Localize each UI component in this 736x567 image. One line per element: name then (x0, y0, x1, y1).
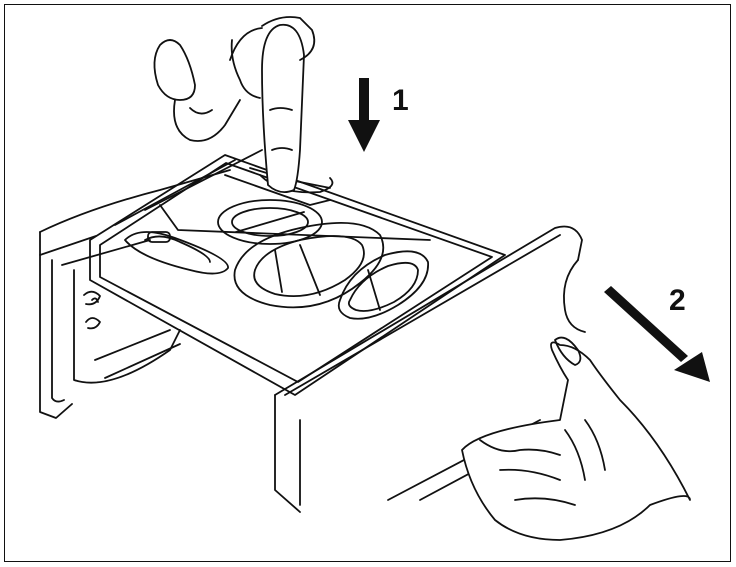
siphon-cap (337, 250, 429, 320)
down-arrow-icon (348, 78, 380, 152)
machine-housing (39, 169, 231, 419)
softener-compartment (233, 221, 385, 309)
drawer-tray (89, 149, 506, 396)
step-1-label: 1 (392, 84, 409, 117)
prewash-compartment (124, 231, 229, 275)
gripping-hand (461, 336, 691, 541)
main-wash-compartment (217, 199, 323, 245)
pointing-hand (153, 16, 316, 194)
step-2-label: 2 (669, 284, 686, 317)
diagonal-arrow-icon (604, 286, 710, 382)
